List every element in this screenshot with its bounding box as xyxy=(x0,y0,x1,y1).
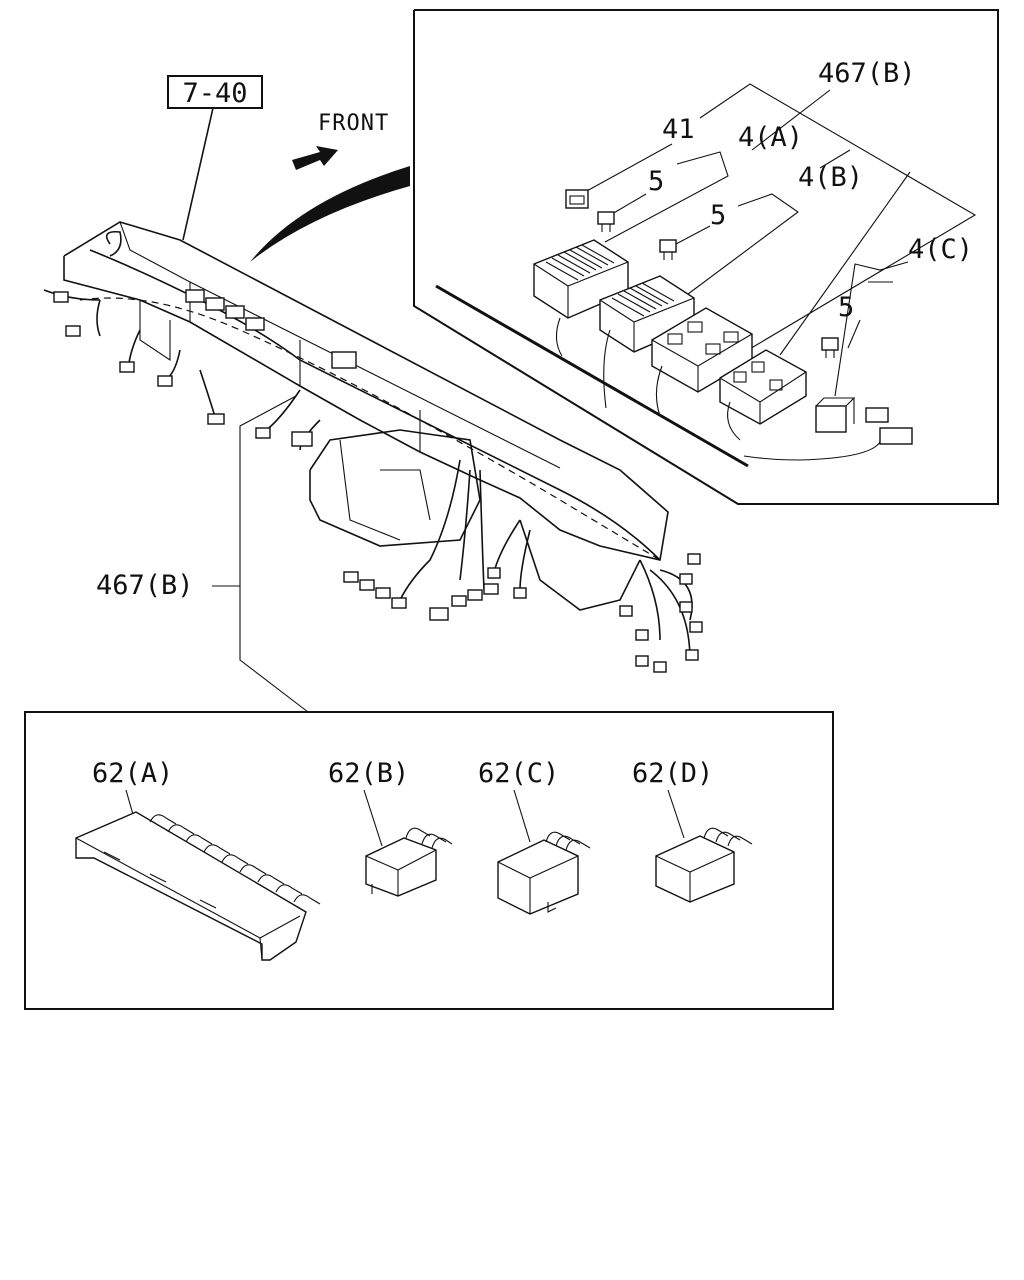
fuse-box-4c[interactable] xyxy=(719,349,807,441)
callout-harness-top: 467(B) xyxy=(818,58,916,89)
harness-route-dashed xyxy=(79,297,661,561)
fuse-holder-label-a: 62(A) xyxy=(92,758,173,789)
fuse-box-detail-panel: 467(B) 41 4(A) 5 4(B) 5 4(C) 5 xyxy=(413,9,999,505)
connector[interactable] xyxy=(391,597,407,609)
fuse-holder-panel-border xyxy=(24,711,834,1010)
relay-box[interactable] xyxy=(651,307,753,417)
callout-fuse-5b: 5 xyxy=(710,200,726,231)
connector[interactable] xyxy=(687,553,701,565)
connector[interactable] xyxy=(429,607,449,621)
connector[interactable] xyxy=(65,325,81,337)
fuse-holder-62c[interactable] xyxy=(497,831,591,915)
fuse-holder-panel: 62(A) 62(B) 62(C) xyxy=(24,711,834,1010)
connector[interactable] xyxy=(207,413,225,425)
connector[interactable] xyxy=(375,587,391,599)
connector[interactable] xyxy=(451,595,467,607)
connector[interactable] xyxy=(291,431,313,447)
fuse-holder-62b[interactable] xyxy=(365,827,453,897)
instrument-panel-harness[interactable] xyxy=(43,221,703,673)
fuse-holder-62a[interactable] xyxy=(75,811,321,961)
reference-callout[interactable]: 7-40 xyxy=(167,75,263,241)
callout-box-4c: 4(C) xyxy=(908,234,973,265)
connector[interactable] xyxy=(487,567,501,579)
fuse-5-b[interactable] xyxy=(659,239,677,260)
front-label: FRONT xyxy=(318,111,389,136)
bracket-467b xyxy=(699,83,977,351)
connector[interactable] xyxy=(205,297,225,311)
harness-side-callout: 467(B) xyxy=(96,395,309,713)
mounting-rod xyxy=(435,284,749,468)
square-relay[interactable] xyxy=(815,397,856,433)
front-indicator: FRONT xyxy=(292,111,389,170)
connector[interactable] xyxy=(467,589,483,601)
fuse-holder-62d[interactable] xyxy=(655,827,753,903)
reference-box xyxy=(167,75,263,109)
reference-leader xyxy=(182,107,214,241)
connector[interactable] xyxy=(685,649,699,661)
connector[interactable] xyxy=(689,621,703,633)
connector[interactable] xyxy=(53,291,69,303)
connector[interactable] xyxy=(225,305,245,319)
fuse-holder-label-b: 62(B) xyxy=(328,758,409,789)
crossbeam xyxy=(63,221,669,561)
center-console-support xyxy=(309,429,481,547)
connector[interactable] xyxy=(619,605,633,617)
callout-box-4b: 4(B) xyxy=(798,162,863,193)
fuse-holder-label-d: 62(D) xyxy=(632,758,713,789)
callout-harness-side: 467(B) xyxy=(96,570,194,601)
callout-fuse-5a: 5 xyxy=(648,166,664,197)
connector[interactable] xyxy=(513,587,527,599)
connector[interactable] xyxy=(119,361,135,373)
connector[interactable] xyxy=(255,427,271,439)
callout-box-4a: 4(A) xyxy=(738,122,803,153)
detail-panel-border xyxy=(413,9,999,505)
connector[interactable] xyxy=(679,601,693,613)
connector[interactable] xyxy=(157,375,173,387)
connector[interactable] xyxy=(679,573,693,585)
front-arrow-icon xyxy=(292,146,338,170)
fuse-holder-label-c: 62(C) xyxy=(478,758,559,789)
fuse-5-c[interactable] xyxy=(821,337,839,358)
connector[interactable] xyxy=(483,583,499,595)
callout-fuse-5c: 5 xyxy=(838,292,854,323)
detail-pointer-wedge xyxy=(250,166,410,262)
connector[interactable] xyxy=(653,661,667,673)
connector[interactable] xyxy=(635,655,649,667)
connector[interactable] xyxy=(359,579,375,591)
relay-41[interactable] xyxy=(565,189,589,209)
connector-right[interactable] xyxy=(743,407,913,461)
connector[interactable] xyxy=(343,571,359,583)
fuse-5-a[interactable] xyxy=(597,211,615,232)
callout-relay-41: 41 xyxy=(662,114,695,145)
connector[interactable] xyxy=(185,289,205,303)
connector[interactable] xyxy=(635,629,649,641)
reference-label: 7-40 xyxy=(182,78,247,109)
connector[interactable] xyxy=(331,351,357,369)
connector[interactable] xyxy=(245,317,265,331)
